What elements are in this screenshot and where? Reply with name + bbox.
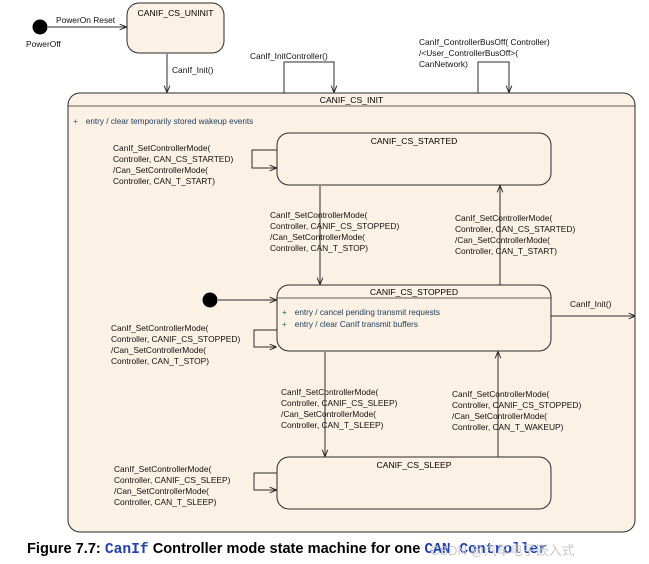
stopped-entry-text-2: entry / clear CanIf transmit buffers [294, 320, 418, 329]
transition-init-controller [283, 61, 334, 93]
sleep-to-stopped-line-3: /Can_SetControllerMode( [452, 411, 547, 421]
state-uninit-box [126, 2, 225, 54]
state-started-box [276, 132, 552, 186]
canif-init-top-label: CanIf_Init() [172, 65, 214, 75]
figure-caption: Figure 7.7: CanIf Controller mode state … [27, 541, 547, 558]
stopped-to-started-label: CanIf_SetControllerMode( Controller, CAN… [455, 213, 575, 257]
stopped-to-started-line-2: Controller, CAN_CS_STARTED) [455, 224, 576, 234]
caption-prefix: Figure 7.7: [27, 541, 105, 557]
poweroff-label: PowerOff [26, 39, 61, 49]
caption-middle: Controller mode state machine for one [148, 541, 425, 557]
caption-canif: CanIf [104, 542, 149, 558]
self-sleep-line-4: Controller, CAN_T_SLEEP) [114, 497, 217, 507]
self-started-line-4: Controller, CAN_T_START) [113, 176, 216, 186]
self-started-line-1: CanIf_SetControllerMode( [113, 143, 211, 153]
self-started-line-2: Controller, CAN_CS_STARTED) [113, 154, 234, 164]
state-stopped-title: CANIF_CS_STOPPED [369, 287, 459, 297]
busoff-label: CanIf_ControllerBusOff( Controller) /<Us… [419, 37, 550, 70]
transition-self-sleep [253, 472, 277, 490]
initial-node-stopped [202, 292, 218, 308]
init-entry-text: entry / clear temporarily stored wakeup … [85, 117, 254, 126]
init-entry-action: +entry / clear temporarily stored wakeup… [73, 117, 254, 126]
sleep-to-stopped-line-1: CanIf_SetControllerMode( [452, 389, 550, 399]
stopped-entry-text-1: entry / cancel pending transmit requests [294, 308, 440, 317]
state-sleep-title: CANIF_CS_SLEEP [376, 460, 452, 470]
transition-self-started [251, 149, 277, 168]
started-to-stopped-line-1: CanIf_SetControllerMode( [270, 210, 368, 220]
caption-can-controller: CAN Controller [424, 542, 547, 558]
self-sleep-label: CanIf_SetControllerMode( Controller, CAN… [114, 464, 230, 508]
sleep-to-stopped-line-2: Controller, CANIF_CS_STOPPED) [452, 400, 582, 410]
init-controller-label: CanIf_InitController() [250, 51, 328, 61]
busoff-line-2: /<User_ControllerBusOff>( [419, 48, 518, 58]
stopped-to-started-line-3: /Can_SetControllerMode( [455, 235, 550, 245]
transition-busoff [477, 61, 509, 93]
stopped-to-sleep-line-1: CanIf_SetControllerMode( [281, 387, 379, 397]
stopped-to-started-line-4: Controller, CAN_T_START) [455, 246, 558, 256]
stopped-to-sleep-label: CanIf_SetControllerMode( Controller, CAN… [281, 387, 397, 431]
self-started-line-3: /Can_SetControllerMode( [113, 165, 208, 175]
self-stopped-line-3: /Can_SetControllerMode( [111, 345, 206, 355]
stopped-to-sleep-line-2: Controller, CANIF_CS_SLEEP) [281, 398, 398, 408]
stopped-to-sleep-line-3: /Can_SetControllerMode( [281, 409, 376, 419]
stopped-entry-action-1: +entry / cancel pending transmit request… [282, 308, 440, 317]
state-started-title: CANIF_CS_STARTED [370, 136, 458, 146]
started-to-stopped-label: CanIf_SetControllerMode( Controller, CAN… [270, 210, 399, 254]
busoff-line-3: CanNetwork) [419, 59, 468, 69]
sleep-to-stopped-line-4: Controller, CAN_T_WAKEUP) [452, 422, 564, 432]
transition-self-stopped [253, 329, 277, 347]
started-to-stopped-line-4: Controller, CAN_T_STOP) [270, 243, 369, 253]
stopped-to-started-line-1: CanIf_SetControllerMode( [455, 213, 553, 223]
stopped-to-sleep-line-4: Controller, CAN_T_SLEEP) [281, 420, 384, 430]
state-sleep-box [276, 456, 552, 510]
stopped-entry-action-2: +entry / clear CanIf transmit buffers [282, 320, 418, 329]
sleep-to-stopped-label: CanIf_SetControllerMode( Controller, CAN… [452, 389, 581, 433]
self-stopped-label: CanIf_SetControllerMode( Controller, CAN… [111, 323, 240, 367]
self-started-label: CanIf_SetControllerMode( Controller, CAN… [113, 143, 233, 187]
state-stopped-box [276, 284, 552, 352]
poweron-reset-label: PowerOn Reset [56, 15, 116, 25]
busoff-line-1: CanIf_ControllerBusOff( Controller) [419, 37, 550, 47]
started-to-stopped-line-3: /Can_SetControllerMode( [270, 232, 365, 242]
canif-init-right-label: CanIf_Init() [570, 299, 612, 309]
started-to-stopped-line-2: Controller, CANIF_CS_STOPPED) [270, 221, 400, 231]
self-sleep-line-1: CanIf_SetControllerMode( [114, 464, 212, 474]
self-stopped-line-1: CanIf_SetControllerMode( [111, 323, 209, 333]
watermark: CSDN @汽车电子嵌入式 [430, 543, 575, 558]
self-sleep-line-2: Controller, CANIF_CS_SLEEP) [114, 475, 231, 485]
state-init-title: CANIF_CS_INIT [319, 95, 384, 105]
state-uninit-title: CANIF_CS_UNINIT [137, 8, 214, 18]
initial-node-poweroff [32, 19, 48, 35]
self-stopped-line-4: Controller, CAN_T_STOP) [111, 356, 210, 366]
self-sleep-line-3: /Can_SetControllerMode( [114, 486, 209, 496]
self-stopped-line-2: Controller, CANIF_CS_STOPPED) [111, 334, 241, 344]
